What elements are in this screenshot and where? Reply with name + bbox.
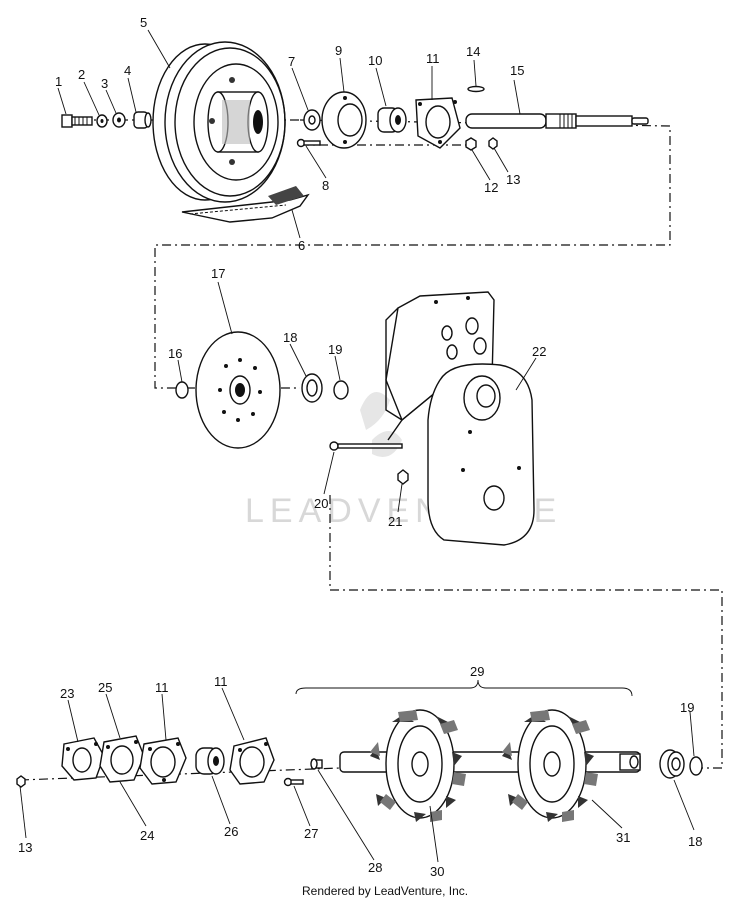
callout-29: 29 [470, 664, 484, 679]
callout-14: 14 [466, 44, 480, 59]
part-8-bolt [296, 138, 321, 148]
callout-13-bottom: 13 [18, 840, 32, 855]
part-22-chaincase [385, 291, 535, 546]
part-19-ring-bottom [689, 756, 703, 776]
callout-18-bottom: 18 [688, 834, 702, 849]
part-12-nut [465, 137, 477, 151]
callout-2: 2 [78, 67, 85, 82]
callout-4: 4 [124, 63, 131, 78]
credit-text: Rendered by LeadVenture, Inc. [302, 884, 468, 898]
callout-23: 23 [60, 686, 74, 701]
callout-11-top: 11 [426, 51, 440, 66]
part-10-bearing [377, 107, 407, 133]
part-18-bearing-mid [301, 373, 323, 403]
part-18-bearing-bottom [659, 749, 685, 779]
part-15-shaft [465, 113, 649, 129]
callout-labels: 1 2 3 4 5 6 7 8 9 10 11 12 13 14 15 16 1… [18, 15, 702, 879]
callout-26: 26 [224, 824, 238, 839]
part-16-snap-ring [175, 381, 189, 399]
part-4-spacer [133, 111, 152, 129]
part-28-setscrew [310, 758, 323, 770]
callout-6: 6 [298, 238, 305, 253]
part-19-ring-mid [333, 380, 349, 400]
part-11-flange-bottom-a [139, 737, 187, 785]
callout-16: 16 [168, 346, 182, 361]
part-30-sprocket [370, 709, 466, 822]
callout-19-mid: 19 [328, 342, 342, 357]
callout-11-bottom-b: 11 [214, 674, 228, 689]
callout-15: 15 [510, 63, 524, 78]
part-14-key [467, 85, 485, 93]
part-31-sprocket [502, 709, 598, 822]
callout-31: 31 [616, 830, 630, 845]
part-13-nut-top [488, 137, 498, 150]
callout-28: 28 [368, 860, 382, 875]
part-11-flange-bottom-b [229, 737, 275, 785]
part-29-drive-shaft [339, 751, 641, 773]
part-17-disc [195, 331, 281, 449]
callout-17: 17 [211, 266, 225, 281]
part-5-drive-pulley [152, 41, 286, 203]
callout-30: 30 [430, 864, 444, 879]
part-9-flange [321, 91, 367, 149]
part-26-bearing [195, 747, 225, 775]
leader-lines [19, 29, 695, 863]
callout-25: 25 [98, 680, 112, 695]
part-25-plate [99, 735, 145, 783]
callout-8: 8 [322, 178, 329, 193]
part-29-group-bracket [295, 679, 633, 697]
callout-18-mid: 18 [283, 330, 297, 345]
callout-5: 5 [140, 15, 147, 30]
callout-27: 27 [304, 826, 318, 841]
callout-3: 3 [101, 76, 108, 91]
callout-24: 24 [140, 828, 154, 843]
part-20-bolt [329, 441, 403, 451]
callout-19-bottom: 19 [680, 700, 694, 715]
part-1-bolt [61, 114, 93, 128]
callout-1: 1 [55, 74, 62, 89]
callout-7: 7 [288, 54, 295, 69]
assembly-path-lines [19, 119, 723, 781]
part-11-flange-top [415, 97, 461, 149]
callout-11-bottom-a: 11 [155, 680, 169, 695]
part-27-bolt [283, 777, 304, 787]
part-23-plate [61, 737, 105, 781]
callout-22: 22 [532, 344, 546, 359]
callout-12: 12 [484, 180, 498, 195]
callout-9: 9 [335, 43, 342, 58]
callout-13-top: 13 [506, 172, 520, 187]
part-7-washer [303, 109, 321, 131]
callout-10: 10 [368, 53, 382, 68]
part-13-nut-bottom [16, 775, 26, 788]
part-21-nut [397, 469, 409, 485]
part-6-belt [181, 186, 310, 223]
callout-20: 20 [314, 496, 328, 511]
callout-21: 21 [388, 514, 402, 529]
